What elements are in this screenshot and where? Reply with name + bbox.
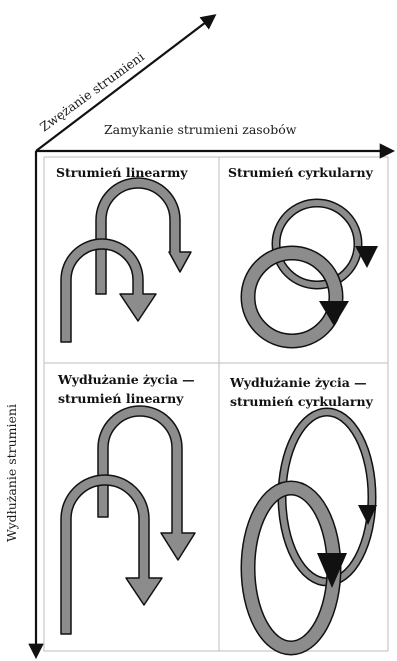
u-turn-arrow-front-icon xyxy=(61,239,156,342)
cell-linear-title: Strumień linearmy xyxy=(56,165,188,180)
circular-extended-flow-icon xyxy=(248,412,377,648)
circular-flow-icon xyxy=(248,203,378,341)
horizontal-axis-label: Zamykanie strumieni zasobów xyxy=(104,122,297,137)
vertical-axis-label: Wydłużanie strumieni xyxy=(4,404,19,542)
cell-linear-extended-title-line1: Wydłużanie życia — xyxy=(57,372,195,387)
linear-flow-icon xyxy=(61,178,191,342)
cell-circular-extended-title-line1: Wydłużanie życia — xyxy=(229,375,367,390)
cell-circular-title: Strumień cyrkularny xyxy=(228,165,374,180)
tall-u-turn-arrow-front-icon xyxy=(61,475,162,634)
cell-linear-extended-title-line2: strumień linearny xyxy=(58,391,184,406)
linear-extended-flow-icon xyxy=(61,406,195,634)
cell-circular-extended-title-line2: strumień cyrkularny xyxy=(230,394,374,409)
